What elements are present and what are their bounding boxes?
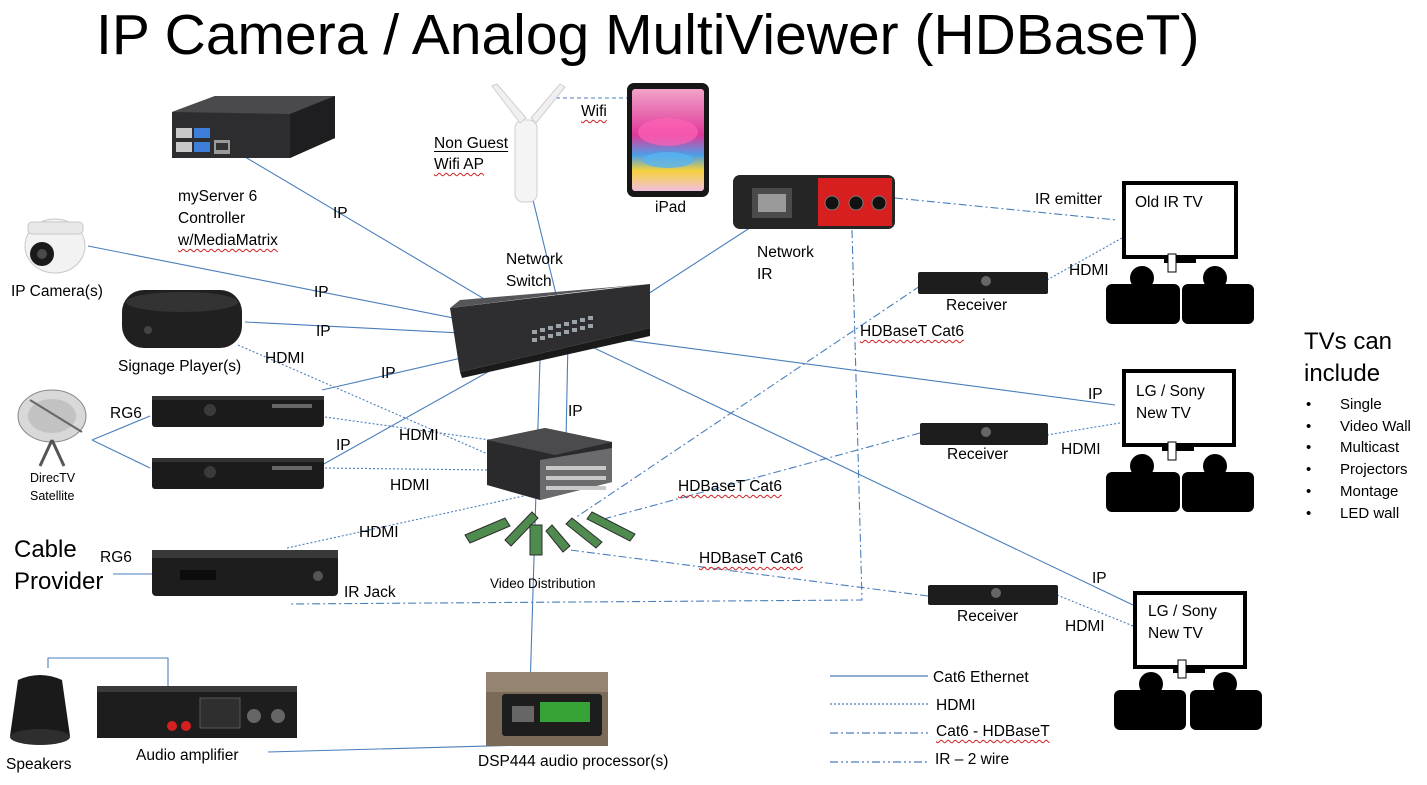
tvs-include-list: Single Video Wall Multicast Projectors M…: [1304, 394, 1411, 525]
video-matrix-device: [487, 428, 612, 500]
cable-provider-label-line2: Provider: [14, 568, 104, 595]
directv-receiver-2: [152, 458, 324, 489]
tvs-include-item: Montage: [1304, 481, 1411, 503]
directv-receiver-1: [152, 396, 324, 427]
speakers-label: Speakers: [6, 756, 72, 773]
ipad-label: iPad: [655, 199, 687, 216]
cable-box-device: [152, 550, 338, 596]
network-ir-device: [733, 175, 895, 229]
network-ir-label-line1: Network: [757, 244, 814, 261]
tv-lg-sony-2: [1133, 591, 1247, 673]
viewers-1: [1106, 253, 1254, 324]
tvs-include-item: Video Wall: [1304, 416, 1411, 438]
hdbaset-label-2: HDBaseT Cat6: [678, 478, 782, 495]
tvs-include-heading-line1: TVs can: [1304, 328, 1393, 355]
diagram-title: IP Camera / Analog MultiViewer (HDBaseT): [96, 3, 1200, 67]
speaker-device: [10, 675, 70, 745]
ip-link-label-signage: IP: [316, 323, 331, 340]
tv-lg-1-label-line2: New TV: [1136, 405, 1191, 422]
signage-player-label: Signage Player(s): [118, 358, 242, 375]
ip-camera-label: IP Camera(s): [11, 283, 103, 300]
satellite-label-line2: Satellite: [30, 489, 75, 503]
viewers-3: [1114, 659, 1262, 730]
tv-lg-sony-1: [1122, 369, 1236, 451]
receiver-label-2: Receiver: [947, 446, 1009, 463]
legend-label-ir: IR – 2 wire: [935, 751, 1010, 768]
video-distribution-label: Video Distribution: [490, 576, 596, 591]
ipad-device: [627, 83, 709, 197]
amplifier-device: [97, 686, 297, 738]
dsp-device: [486, 672, 608, 746]
receiver-1-device: [918, 272, 1048, 294]
ip-link-label-camera: IP: [314, 284, 329, 301]
dsp-label: DSP444 audio processor(s): [478, 753, 669, 770]
legend-swatches: [830, 675, 928, 763]
tvs-include-item: Projectors: [1304, 459, 1411, 481]
wifi-ap-device: [491, 83, 566, 203]
signage-player-device: [122, 290, 242, 348]
tvs-include-heading-line2: include: [1304, 359, 1381, 387]
rg6-label-satellite: RG6: [110, 405, 142, 422]
hdbaset-label-1: HDBaseT Cat6: [860, 323, 964, 340]
network-ir-label-line2: IR: [757, 266, 773, 283]
hdmi-link-label-tv1: HDMI: [1069, 262, 1109, 279]
ip-link-label-server: IP: [333, 205, 348, 222]
tv-lg-2-label-line1: LG / Sony: [1148, 603, 1217, 620]
ip-camera-device: [24, 218, 86, 274]
server-label-line1: myServer 6: [178, 188, 258, 205]
server-device: [172, 96, 335, 158]
wifi-link-label: Wifi: [581, 103, 607, 120]
viewers-2: [1106, 441, 1254, 512]
switch-label-line2: Switch: [506, 273, 552, 290]
hdbaset-label-3: HDBaseT Cat6: [699, 550, 803, 567]
server-label-line3: w/MediaMatrix: [178, 232, 278, 249]
tv-lg-2-label-line2: New TV: [1148, 625, 1203, 642]
receiver-label-3: Receiver: [957, 608, 1019, 625]
tvs-include-item: LED wall: [1304, 503, 1411, 525]
ir-jack-label: IR Jack: [344, 584, 396, 601]
hdmi-link-label-tv3: HDMI: [1065, 618, 1105, 635]
network-switch-device: [450, 284, 650, 378]
wifi-ap-label-line2: Wifi AP: [434, 156, 484, 173]
hdmi-link-label-tv2: HDMI: [1061, 441, 1101, 458]
legend-label-cat6: Cat6 Ethernet: [933, 669, 1029, 686]
hdmi-link-label-directv1: HDMI: [399, 427, 439, 444]
wifi-ap-label-line1: Non Guest: [434, 135, 509, 152]
satellite-label-line1: DirecTV: [30, 471, 76, 485]
ip-link-label-directv2: IP: [336, 437, 351, 454]
amplifier-label: Audio amplifier: [136, 747, 239, 764]
tvs-include-item: Multicast: [1304, 437, 1411, 459]
switch-label-line1: Network: [506, 251, 563, 268]
cable-provider-label-line1: Cable: [14, 536, 77, 563]
satellite-dish-device: [17, 389, 87, 467]
server-label-line2: Controller: [178, 210, 246, 227]
legend-label-hdmi: HDMI: [936, 697, 976, 714]
ip-link-label-directv1: IP: [381, 365, 396, 382]
rg6-label-cable: RG6: [100, 549, 132, 566]
tvs-include-panel: TVs can include Single Video Wall Multic…: [1304, 326, 1411, 525]
hdmi-link-label-directv2: HDMI: [390, 477, 430, 494]
ip-link-label-tv2: IP: [1088, 386, 1103, 403]
video-cards: [464, 511, 636, 556]
tvs-include-item: Single: [1304, 394, 1411, 416]
receiver-3-device: [928, 585, 1058, 605]
ip-link-label-tv3: IP: [1092, 570, 1107, 587]
hdmi-link-label-cable: HDMI: [359, 524, 399, 541]
receiver-label-1: Receiver: [946, 297, 1008, 314]
tv-lg-1-label-line1: LG / Sony: [1136, 383, 1205, 400]
tv-old-ir-label: Old IR TV: [1135, 194, 1203, 211]
legend-label-hdbaset: Cat6 - HDBaseT: [936, 723, 1050, 740]
receiver-2-device: [920, 423, 1048, 445]
ir-emitter-label: IR emitter: [1035, 191, 1103, 208]
ip-link-label-matrix: IP: [568, 403, 583, 420]
tv-old-ir: [1122, 181, 1238, 263]
hdmi-link-label-signage: HDMI: [265, 350, 305, 367]
